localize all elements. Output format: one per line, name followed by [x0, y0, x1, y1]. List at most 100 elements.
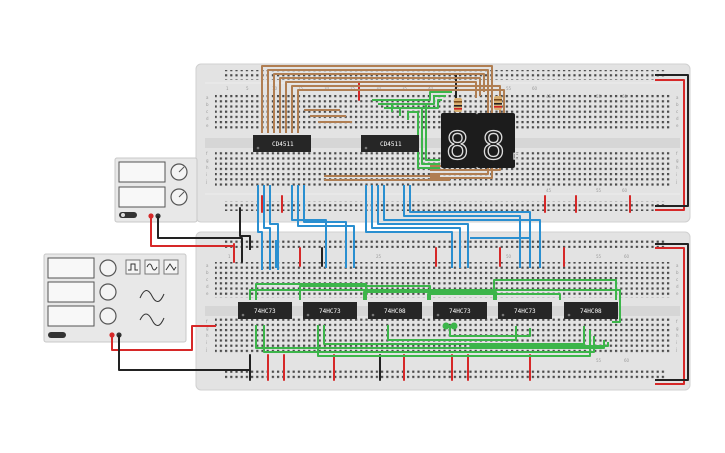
power-supply[interactable]	[114, 157, 198, 223]
chip-label: CD4511	[380, 141, 402, 148]
square-wave-button[interactable]	[125, 259, 141, 275]
svg-text:25: 25	[350, 86, 356, 91]
svg-text:j: j	[675, 179, 677, 184]
svg-text:e: e	[206, 123, 209, 128]
chip-cd4511-2[interactable]: CD4511	[361, 135, 419, 152]
svg-text:c: c	[206, 277, 208, 282]
svg-text:d: d	[206, 116, 209, 121]
svg-text:a: a	[676, 263, 679, 268]
svg-text:f: f	[206, 151, 208, 156]
svg-text:50: 50	[506, 254, 512, 259]
svg-text:30: 30	[376, 86, 382, 91]
svg-text:5: 5	[246, 86, 249, 91]
svg-text:45: 45	[546, 188, 552, 193]
green-wire-bundle-bottom[interactable]	[249, 279, 621, 357]
svg-text:f: f	[206, 319, 208, 324]
svg-text:e: e	[206, 291, 209, 296]
chip-label: 74HC73	[514, 308, 536, 315]
sine-wave-button[interactable]	[144, 259, 160, 275]
offset-knob[interactable]	[99, 307, 117, 325]
triangle-wave-icon	[165, 263, 177, 271]
svg-text:i: i	[206, 172, 207, 177]
chip-label: 74HC73	[319, 308, 341, 315]
svg-text:55: 55	[596, 358, 602, 363]
svg-text:f: f	[676, 151, 678, 156]
chip-label: 74HC73	[254, 308, 276, 315]
svg-text:55: 55	[596, 94, 602, 99]
svg-text:e: e	[676, 291, 679, 296]
svg-text:b: b	[676, 270, 679, 275]
chip-74hc08-1[interactable]: 74HC08	[368, 302, 422, 319]
fg-power-toggle[interactable]	[48, 332, 66, 338]
svg-text:a: a	[676, 95, 679, 100]
svg-text:55: 55	[596, 188, 602, 193]
chip-label: 74HC08	[384, 308, 406, 315]
svg-text:g: g	[676, 326, 679, 331]
svg-text:e: e	[676, 123, 679, 128]
svg-text:15: 15	[298, 86, 304, 91]
external-leads[interactable]	[111, 212, 251, 380]
blue-wire-bundle[interactable]	[257, 185, 541, 270]
function-generator[interactable]	[43, 253, 187, 343]
psu-voltage-display	[118, 161, 166, 183]
display-digit-2: 8.	[482, 124, 528, 168]
svg-text:g: g	[206, 158, 209, 163]
seven-seg-display-2[interactable]: 8.	[477, 113, 528, 169]
svg-text:b: b	[206, 270, 209, 275]
svg-text:a: a	[206, 263, 209, 268]
svg-text:c: c	[676, 109, 678, 114]
chip-74hc73-2[interactable]: 74HC73	[303, 302, 357, 319]
power-wires-right[interactable]	[655, 74, 689, 385]
sine-wave-icon	[146, 263, 158, 271]
svg-text:g: g	[206, 326, 209, 331]
svg-text:d: d	[676, 284, 679, 289]
svg-text:35: 35	[402, 86, 408, 91]
svg-text:c: c	[676, 277, 678, 282]
fg-amplitude-display	[47, 281, 95, 303]
svg-text:60: 60	[532, 86, 538, 91]
svg-text:40: 40	[428, 86, 434, 91]
svg-text:d: d	[676, 116, 679, 121]
chip-label: 74HC73	[449, 308, 471, 315]
svg-text:h: h	[206, 165, 209, 170]
chip-label: 74HC08	[580, 308, 602, 315]
svg-text:i: i	[676, 172, 677, 177]
svg-text:j: j	[205, 179, 207, 184]
waveform-preview-2	[139, 313, 165, 326]
amplitude-knob[interactable]	[99, 283, 117, 301]
svg-text:1: 1	[228, 254, 231, 259]
svg-text:60: 60	[624, 254, 630, 259]
triangle-wave-button[interactable]	[163, 259, 179, 275]
svg-text:d: d	[206, 284, 209, 289]
svg-text:60: 60	[622, 188, 628, 193]
green-wire-bundle-top[interactable]	[372, 91, 452, 169]
svg-text:j: j	[675, 347, 677, 352]
bottom-power-rail[interactable]	[225, 201, 665, 211]
svg-text:60: 60	[622, 94, 628, 99]
svg-text:b: b	[676, 102, 679, 107]
chip-cd4511-1[interactable]: CD4511	[253, 135, 311, 152]
bottom-board-top-rail[interactable]	[225, 238, 665, 248]
svg-text:a: a	[206, 95, 209, 100]
chip-74hc73-1[interactable]: 74HC73	[238, 302, 292, 319]
svg-text:20: 20	[324, 86, 330, 91]
svg-text:b: b	[206, 102, 209, 107]
bottom-board-bottom-rail[interactable]	[225, 370, 665, 380]
svg-text:1: 1	[226, 86, 229, 91]
resistor-1[interactable]	[454, 98, 462, 112]
svg-text:55: 55	[506, 86, 512, 91]
chip-74hc73-3[interactable]: 74HC73	[433, 302, 487, 319]
frequency-knob[interactable]	[99, 259, 117, 277]
led-indicator[interactable]	[442, 322, 458, 330]
resistor-2[interactable]	[494, 96, 502, 110]
svg-text:h: h	[206, 333, 209, 338]
svg-text:50: 50	[480, 86, 486, 91]
chip-74hc08-2[interactable]: 74HC08	[564, 302, 618, 319]
waveform-preview-1	[139, 290, 165, 302]
svg-text:i: i	[206, 340, 207, 345]
svg-text:h: h	[676, 165, 679, 170]
square-wave-icon	[128, 263, 138, 271]
psu-current-display	[118, 186, 166, 208]
chip-74hc73-4[interactable]: 74HC73	[498, 302, 552, 319]
